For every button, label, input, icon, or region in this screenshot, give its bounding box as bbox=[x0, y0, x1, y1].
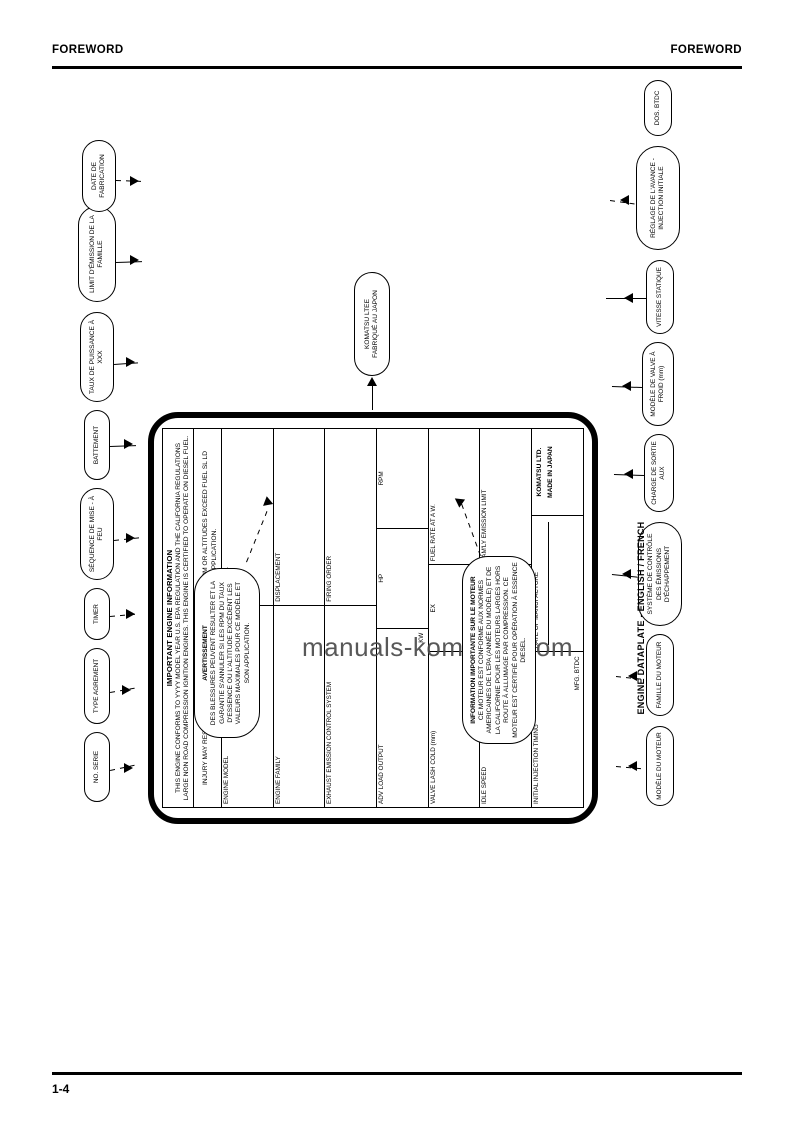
header-title-right: FOREWORD bbox=[670, 44, 742, 56]
callout-emission-control-system-label: SYSTÈME DE CONTRÔLE DES ÉMISSIONS D'ÉCHA… bbox=[647, 533, 672, 615]
callout-engine-model-label: MODÈLE DU MOTEUR bbox=[656, 732, 664, 800]
manufacturer-origin: MADE IN JAPAN bbox=[547, 446, 555, 498]
field-displacement: DISPLACEMENT bbox=[274, 429, 325, 605]
field-manufacturer: KOMATSU LTD. MADE IN JAPAN bbox=[532, 429, 583, 515]
callout-timer-label: TIMER bbox=[93, 604, 101, 624]
callout-manufacturer-french: KOMATSU LTEE FABRIQUÉ AU JAPON bbox=[354, 272, 390, 376]
callout-date-of-manufacture-label: DATE DE FABRICATION bbox=[90, 154, 106, 198]
callout-injection-timing: RÉGLAGE DE L'AVANCE - INJECTION INITIALE bbox=[636, 146, 680, 250]
figure-caption: ENGINE DATAPLATE - ENGLISH / FRENCH bbox=[636, 521, 646, 715]
field-hp-label: HP bbox=[378, 573, 386, 583]
field-firing-order-label: FIRING ORDER bbox=[326, 555, 334, 602]
leader-arrow bbox=[367, 377, 377, 386]
field-family-emission-limit: FAM'LY EMISSION LIMIT bbox=[480, 429, 531, 564]
callout-fuel-rate: DOS. BTDC bbox=[644, 80, 672, 136]
leader-arrow bbox=[126, 609, 135, 619]
page-header: FOREWORD FOREWORD bbox=[52, 44, 742, 70]
field-displacement-label: DISPLACEMENT bbox=[274, 552, 282, 602]
callout-important-info-french: INFORMATION IMPORTANTE SUR LE MOTEUR CE … bbox=[462, 556, 536, 744]
manufacturer-name: KOMATSU LTD. bbox=[536, 447, 544, 497]
callout-manufacturer-line2: FABRIQUÉ AU JAPON bbox=[372, 290, 379, 358]
callout-type-approval: TYPE AGREMENT bbox=[84, 648, 110, 724]
leader-arrow bbox=[624, 469, 633, 479]
callout-warning-french: AVERTISSEMENT DES BLESSURES PEUVENT RESU… bbox=[194, 568, 260, 738]
leader-arrow bbox=[624, 293, 633, 303]
callout-idle-speed-label: VITESSE STATIQUE bbox=[656, 267, 664, 327]
leader-arrow bbox=[124, 763, 133, 773]
callout-important-info-body: CE MOTEUR EST CONFORME AUX NORMES AMERIC… bbox=[477, 562, 528, 738]
page-footer: 1-4 bbox=[52, 1076, 742, 1100]
footer-divider bbox=[52, 1072, 742, 1075]
callout-engine-family-label: FAMILLE DU MOTEUR bbox=[656, 641, 664, 709]
callout-output-load-label: CHARGE DE SORTIE AUX bbox=[651, 441, 666, 505]
field-engine-family-label: ENGINE FAMILY bbox=[274, 756, 282, 804]
dataplate-conformance-text: THIS ENGINE CONFORMS TO YYYY MODEL YEAR … bbox=[175, 429, 195, 807]
callout-manufacturer-line1: KOMATSU LTEE bbox=[363, 299, 371, 349]
callout-valve-lash-cold: MODÈLE DE VALVE À FROID (mm) bbox=[642, 342, 674, 426]
leader-arrow bbox=[622, 381, 631, 391]
callout-important-info-heading: INFORMATION IMPORTANTE SUR LE MOTEUR bbox=[469, 576, 477, 724]
leader-arrow bbox=[130, 176, 139, 186]
field-mfg-btdc: MFG. BTDC bbox=[573, 656, 581, 691]
callout-date-of-manufacture: DATE DE FABRICATION bbox=[82, 140, 116, 212]
header-title-left: FOREWORD bbox=[52, 44, 124, 56]
callout-injection-timing-label: RÉGLAGE DE L'AVANCE - INJECTION INITIALE bbox=[649, 158, 665, 238]
dataplate-row: EXHAUST EMISSION CONTROL SYSTEM FIRING O… bbox=[325, 429, 378, 807]
callout-firing-sequence-label: SÉQUENCE DE MISE - À FEU bbox=[88, 495, 104, 573]
dataplate-row: ADV LOAD OUTPUT KW HP RPM bbox=[377, 429, 429, 807]
callout-family-emission-limit: LIMIT D'ÉMISSION DE LA FAMILLE bbox=[78, 206, 116, 302]
callout-valve-clearance-label: BATTEMENT bbox=[93, 425, 101, 465]
callout-type-approval-label: TYPE AGREMENT bbox=[93, 658, 101, 714]
leader-arrow bbox=[122, 685, 131, 695]
field-rpm: RPM bbox=[377, 429, 428, 528]
field-date-write-line bbox=[546, 522, 549, 646]
leader-arrow bbox=[130, 255, 139, 265]
callout-family-emission-limit-label: LIMIT D'ÉMISSION DE LA FAMILLE bbox=[88, 215, 104, 293]
figure-rotation-wrapper: IMPORTANT ENGINE INFORMATION THIS ENGINE… bbox=[76, 80, 716, 992]
field-rpm-label: RPM bbox=[378, 471, 386, 486]
field-valve-lash-label: VALVE LASH COLD (mm) bbox=[429, 730, 437, 804]
callout-valve-lash-cold-label: MODÈLE DE VALVE À FROID (mm) bbox=[650, 351, 665, 417]
header-divider bbox=[52, 66, 742, 69]
field-date-of-manufacture: DATE OF MANUFACTURE bbox=[532, 515, 583, 652]
leader-arrow bbox=[126, 357, 135, 367]
callout-warning-heading: AVERTISSEMENT bbox=[201, 625, 209, 681]
field-family-emission-label: FAM'LY EMISSION LIMIT bbox=[481, 489, 489, 562]
callout-fuel-rate-label: DOS. BTDC bbox=[654, 90, 662, 126]
callout-timer: TIMER bbox=[84, 588, 110, 640]
leader-arrow bbox=[622, 569, 631, 579]
callout-idle-speed: VITESSE STATIQUE bbox=[646, 260, 674, 334]
page-number: 1-4 bbox=[52, 1082, 70, 1096]
leader-arrow bbox=[124, 439, 133, 449]
leader-line bbox=[110, 613, 141, 618]
callout-serial-number: NO. SERIE bbox=[84, 732, 110, 802]
callout-output-load: CHARGE DE SORTIE AUX bbox=[644, 434, 674, 512]
callout-warning-body: DES BLESSURES PEUVENT RESULTER ET LA GAR… bbox=[210, 580, 251, 726]
field-fuel-rate: FUEL RATE AT A W. bbox=[429, 429, 480, 564]
callout-serial-number-label: NO. SERIE bbox=[93, 750, 101, 784]
field-fuel-rate-label: FUEL RATE AT A W. bbox=[429, 504, 437, 562]
dataplate-title: IMPORTANT ENGINE INFORMATION bbox=[165, 549, 174, 687]
callout-power-rating-label: TAUX DE PUISSANCE À XXX bbox=[88, 319, 104, 395]
callout-valve-clearance: BATTEMENT bbox=[84, 410, 110, 480]
dataplate-row: ENGINE FAMILY DISPLACEMENT bbox=[273, 429, 326, 807]
leader-arrow bbox=[620, 195, 629, 205]
field-initial-injection-timing: INITIAL INJECTION TIMING MFG. BTDC bbox=[532, 651, 583, 807]
leader-arrow bbox=[126, 533, 135, 543]
callout-power-rating: TAUX DE PUISSANCE À XXX bbox=[80, 312, 114, 402]
field-hp: HP bbox=[377, 527, 428, 628]
dataplate-row: INITIAL INJECTION TIMING MFG. BTDC DATE … bbox=[532, 429, 583, 807]
callout-firing-sequence: SÉQUENCE DE MISE - À FEU bbox=[80, 488, 114, 580]
callout-engine-model: MODÈLE DU MOTEUR bbox=[646, 726, 674, 806]
callout-engine-family: FAMILLE DU MOTEUR bbox=[646, 634, 674, 716]
field-firing-order: FIRING ORDER bbox=[325, 429, 376, 605]
